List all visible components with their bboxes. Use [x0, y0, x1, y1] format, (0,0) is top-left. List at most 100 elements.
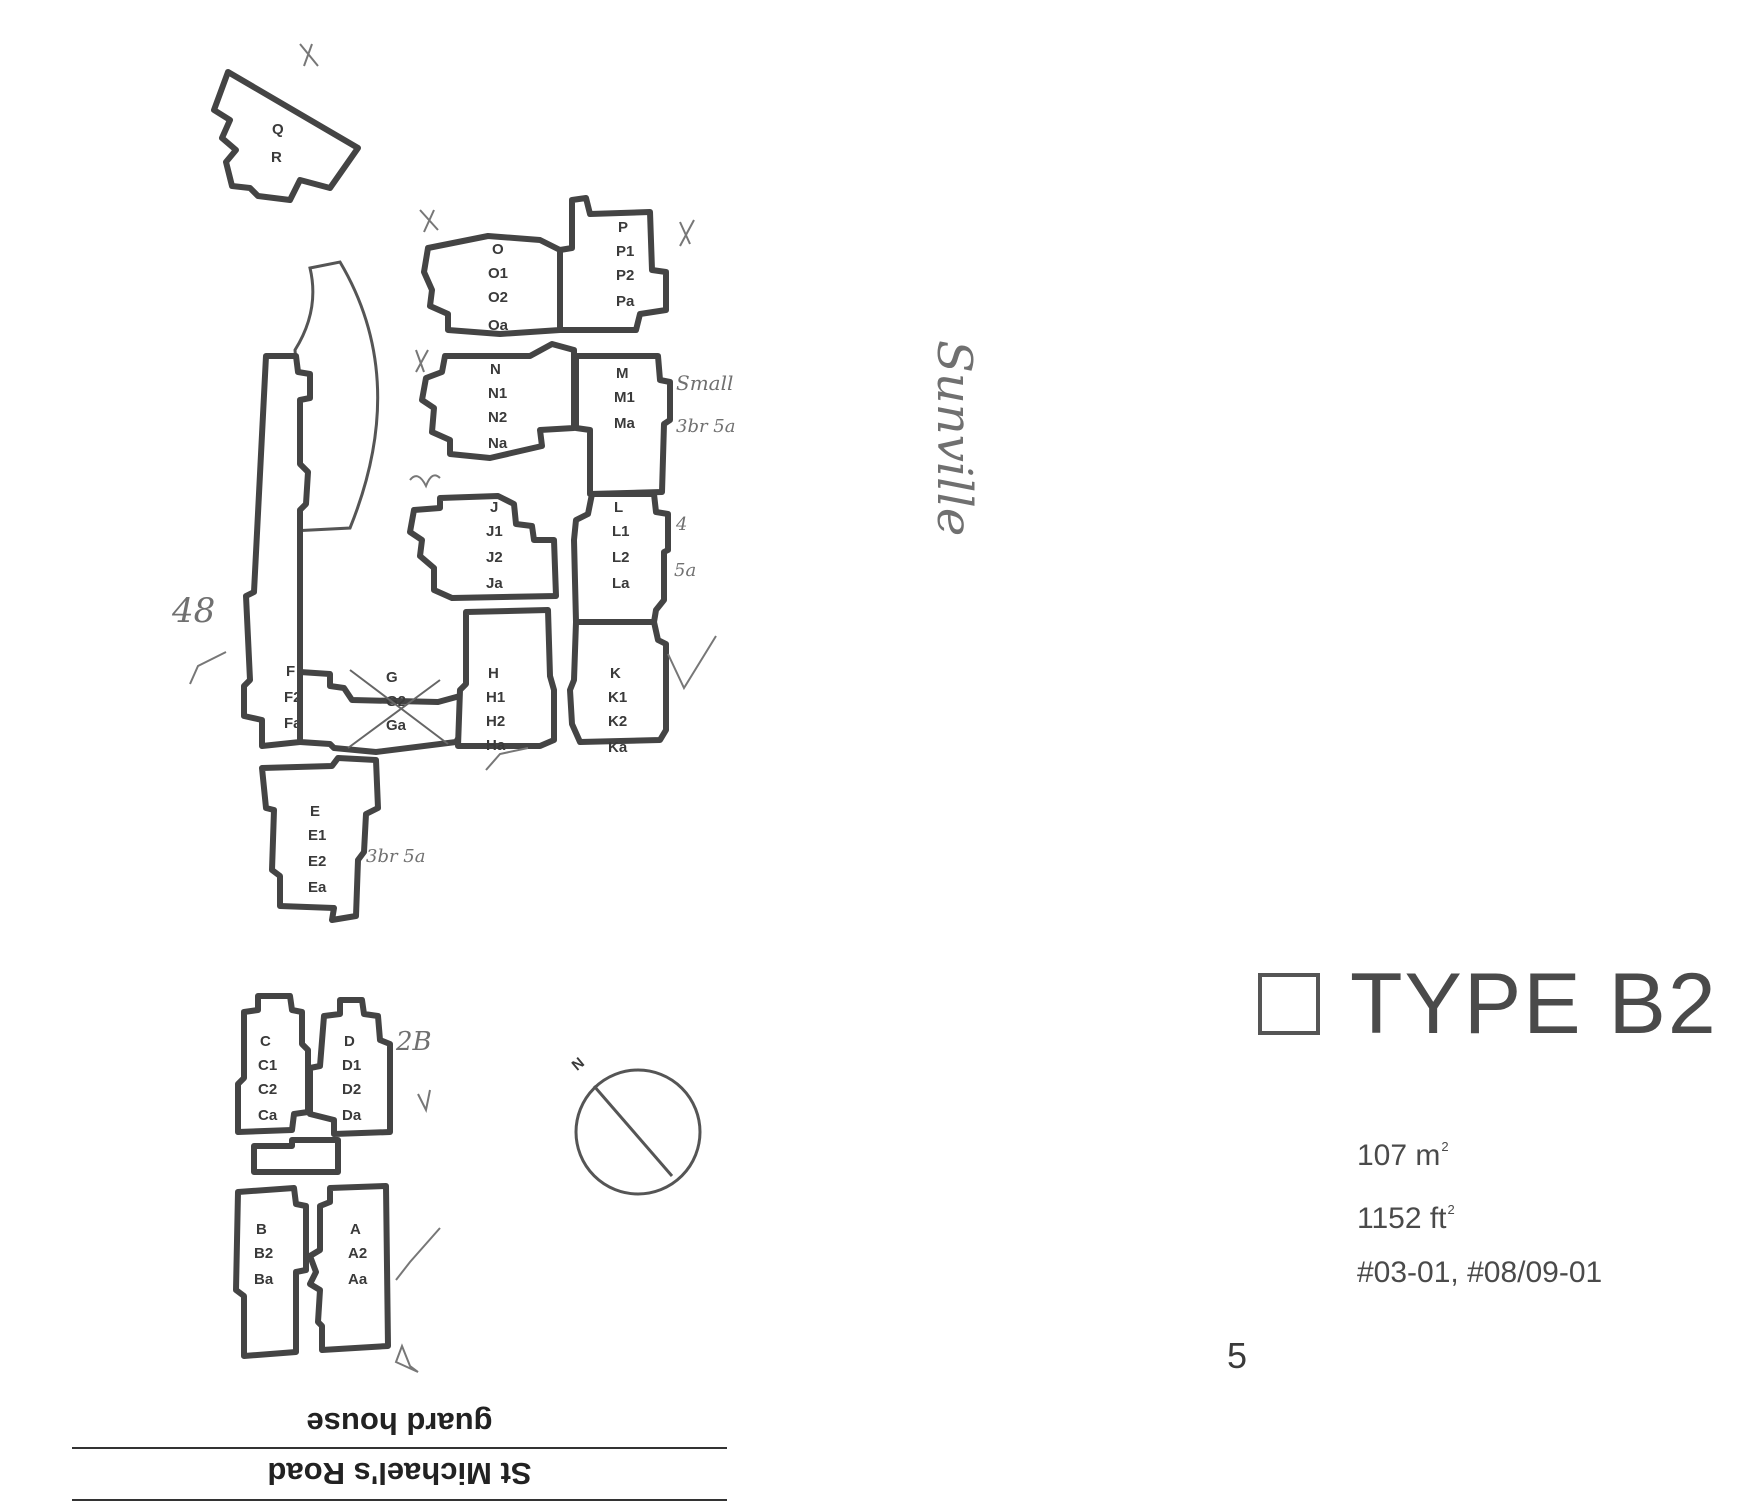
block-label: J1 — [486, 523, 503, 540]
block-label: L — [614, 499, 623, 516]
block-label: E2 — [308, 853, 326, 870]
check-mark — [485, 747, 529, 771]
block-p — [557, 195, 669, 333]
check-mark — [189, 651, 227, 685]
block-label: E — [310, 803, 320, 820]
block-label: Oa — [488, 317, 509, 334]
block-label: A — [350, 1221, 361, 1238]
block-label: P1 — [616, 243, 634, 260]
check-mark — [667, 635, 717, 691]
block-label: G2 — [386, 693, 406, 710]
page-number: 5 — [1227, 1335, 1248, 1376]
unit-numbers: #03-01, #08/09-01 — [1357, 1256, 1603, 1289]
block-label: L1 — [612, 523, 630, 540]
block-m — [573, 353, 673, 497]
block-d — [307, 997, 393, 1137]
block-label: A2 — [348, 1245, 367, 1262]
road-name: St Michael's Road — [267, 1456, 532, 1491]
block-label: C — [260, 1033, 271, 1050]
compass-north-label: N — [569, 1054, 588, 1074]
block-label: R — [271, 149, 282, 166]
block-label: H — [488, 665, 499, 682]
road-line-top — [72, 1499, 727, 1501]
block-label: Ea — [308, 879, 327, 896]
block-label: N2 — [488, 409, 507, 426]
block-label: K — [610, 665, 621, 682]
block-d-labels: D D1 D2 Da — [342, 1033, 362, 1124]
block-g-labels: G G2 Ga — [386, 669, 407, 734]
guard-house-label: guard house — [306, 1406, 493, 1441]
block-label: D — [344, 1033, 355, 1050]
block-label: H2 — [486, 713, 505, 730]
block-label: Ga — [386, 717, 407, 734]
block-connector — [251, 1137, 341, 1175]
block-label: B2 — [254, 1245, 273, 1262]
block-label: K2 — [608, 713, 627, 730]
unit-type-title: TYPE B2 — [1350, 956, 1718, 1052]
block-b — [233, 1185, 309, 1359]
block-a-labels: A A2 Aa — [348, 1221, 368, 1288]
compass-icon: N — [569, 1054, 702, 1196]
handwritten-text: 48 Small 3br 5a 4 5a 3br 5a 2B Sunville — [171, 340, 982, 1057]
block-label: N1 — [488, 385, 507, 402]
block-label: F — [286, 663, 295, 680]
unit-info: 107 m2 1152 ft2 #03-01, #08/09-01 — [1357, 1120, 1602, 1300]
block-b-labels: B B2 Ba — [254, 1221, 274, 1288]
block-l-labels: L L1 L2 La — [612, 499, 630, 592]
road-label: St Michael's Road guard house — [72, 1395, 727, 1505]
block-label: B — [256, 1221, 267, 1238]
block-label: Ca — [258, 1107, 278, 1124]
block-label: J2 — [486, 549, 503, 566]
block-k-labels: K K1 K2 Ka — [608, 665, 628, 756]
block-label: J — [490, 499, 498, 516]
block-o-labels: O O1 O2 Oa — [488, 241, 509, 334]
block-n — [419, 341, 577, 461]
block-label: E1 — [308, 827, 326, 844]
block-h — [455, 607, 557, 749]
note-3br: 3br 5a — [676, 416, 735, 437]
block-c — [235, 993, 311, 1135]
block-j-labels: J J1 J2 Ja — [486, 499, 503, 592]
block-label: P — [618, 219, 628, 236]
block-a — [307, 1183, 391, 1353]
block-e-labels: E E1 E2 Ea — [308, 803, 327, 896]
block-label: H1 — [486, 689, 505, 706]
block-label: G — [386, 669, 398, 686]
block-label: Ka — [608, 739, 628, 756]
area-imperial: 1152 ft2 — [1357, 1202, 1455, 1235]
block-label: P2 — [616, 267, 634, 284]
block-l — [571, 491, 671, 625]
block-label: N — [490, 361, 501, 378]
tick-x-mark — [299, 43, 319, 67]
block-m-labels: M M1 Ma — [614, 365, 635, 432]
block-label: C2 — [258, 1081, 277, 1098]
block-label: L2 — [612, 549, 630, 566]
block-k — [567, 619, 669, 745]
check-mark — [417, 1089, 431, 1114]
note-3br-e: 3br 5a — [366, 846, 425, 867]
area-metric: 107 m2 — [1357, 1139, 1449, 1172]
block-label: La — [612, 575, 630, 592]
note-2b: 2B — [395, 1027, 432, 1057]
block-label: C1 — [258, 1057, 277, 1074]
check-mark — [395, 1227, 441, 1281]
block-g — [297, 669, 465, 755]
tick-x-mark — [419, 209, 439, 233]
block-label: Da — [342, 1107, 362, 1124]
tree-mark — [394, 1343, 419, 1373]
block-c-labels: C C1 C2 Ca — [258, 1033, 278, 1124]
block-label: D2 — [342, 1081, 361, 1098]
block-j — [407, 493, 559, 601]
block-qr-labels: Q R — [271, 121, 284, 166]
block-label: K1 — [608, 689, 627, 706]
block-e — [259, 755, 381, 923]
note-48: 48 — [171, 591, 215, 631]
block-label: O2 — [488, 289, 508, 306]
unit-type-heading: TYPE B2 — [1258, 956, 1718, 1052]
handwritten-marks — [189, 43, 717, 1373]
road-line-mid — [72, 1447, 727, 1449]
note-sunville: Sunville — [926, 340, 982, 536]
tick-x-mark — [415, 349, 429, 373]
block-label: Aa — [348, 1271, 368, 1288]
